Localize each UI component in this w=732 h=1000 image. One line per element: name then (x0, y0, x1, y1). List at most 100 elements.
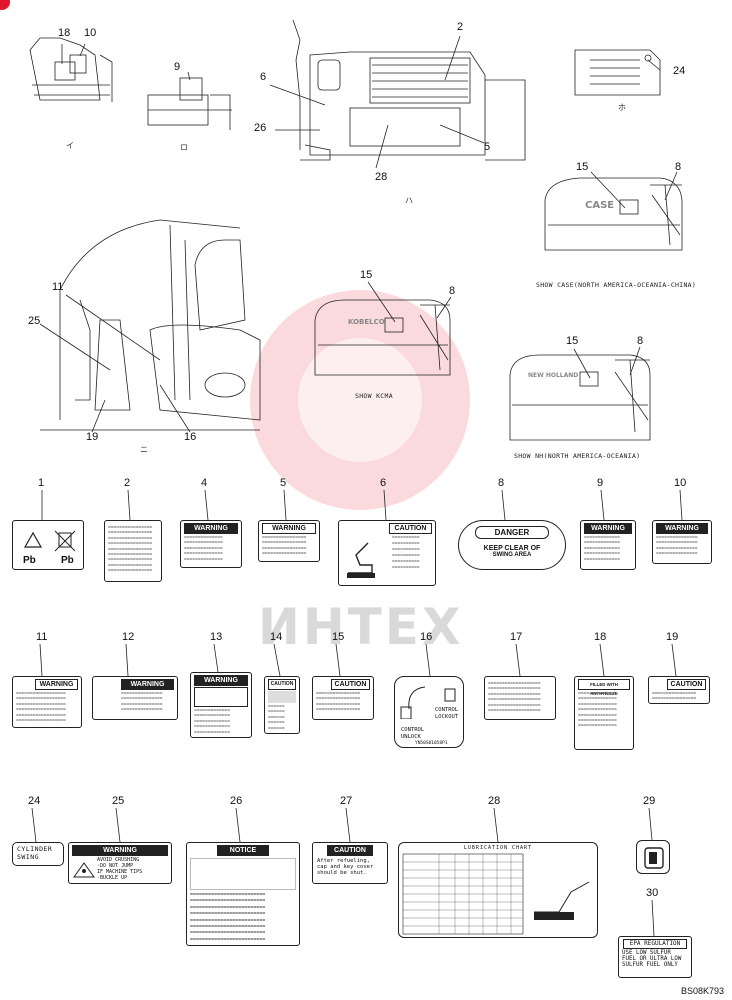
decal-10-header: WARNING (656, 523, 708, 534)
decal-25-line4: ·BUCKLE UP (97, 875, 128, 881)
hydraulic-tank-icon (190, 858, 296, 890)
callout-5: 5 (484, 141, 491, 153)
decal-30-line1: USE LOW SULFUR (622, 950, 671, 956)
callout-28: 28 (375, 171, 388, 183)
part-number-14: 14 (270, 631, 283, 643)
decal-25-header: WARNING (72, 845, 168, 856)
decal-30-line2: FUEL OR ULTRA LOW (622, 956, 682, 962)
callout-24: 24 (673, 65, 686, 77)
decal-29-fuel (636, 840, 670, 874)
callout-16: 16 (184, 431, 197, 443)
recycle-icon (23, 530, 76, 552)
decal-25-line2: ·DO NOT JUMP (97, 863, 134, 869)
kcma-counterweight-drawing (314, 281, 452, 376)
part-number-18: 18 (594, 631, 607, 643)
caption-nh: SHOW NH(NORTH AMERICA-OCEANIA) (514, 452, 641, 460)
decal-2: ================ ================ ======… (104, 520, 162, 582)
decal-9-warning: WARNING ============= ============= ====… (580, 520, 636, 570)
machine-rear-drawing (269, 19, 526, 169)
kcma-logo: KOBELCO (348, 318, 385, 326)
part-number-8: 8 (498, 477, 505, 489)
caption-kcma: SHOW KCMA (355, 392, 393, 400)
decal-28-lubrication-chart: LUBRICATION CHART (398, 842, 598, 938)
lever-lock-icon (400, 686, 456, 719)
callout-8-case: 8 (675, 161, 682, 173)
decal-8-line2: SWING AREA (492, 552, 532, 558)
callout-6: 6 (260, 71, 267, 83)
decal-24-cylinder-swing: CYLINDER SWING (12, 842, 64, 866)
nh-logo: NEW HOLLAND (528, 372, 579, 379)
decal-16-line2: LOCKOUT (435, 714, 459, 720)
decal-9-header: WARNING (584, 523, 632, 534)
corner-marker (0, 0, 10, 10)
part-number-9: 9 (597, 477, 604, 489)
part-number-28: 28 (488, 795, 501, 807)
part-number-16: 16 (420, 631, 433, 643)
decal-8-danger: DANGER KEEP CLEAR OF SWING AREA (458, 520, 566, 570)
decal-4-header: WARNING (184, 523, 238, 534)
pb-label-right: Pb (61, 555, 74, 566)
decal-30-header: EPA REGULATION (623, 939, 687, 949)
decal-15-caution: CAUTION ================ ===============… (312, 676, 374, 720)
decal-11-header: WARNING (35, 679, 78, 690)
decal-1-recycle: Pb Pb (12, 520, 84, 570)
callout-26: 26 (254, 122, 267, 134)
callout-2: 2 (457, 21, 464, 33)
decal-16-code: YN50S01058P1 (415, 741, 448, 746)
decal-5-header: WARNING (262, 523, 316, 534)
callout-15-kcma: 15 (360, 269, 373, 281)
watermark-text: ИНТЕХ (258, 598, 464, 656)
part-number-6: 6 (380, 477, 387, 489)
decal-19-header: CAUTION (667, 679, 706, 690)
decal-27-line3: should be shut. (317, 870, 367, 876)
decal-8-line1: KEEP CLEAR OF (483, 545, 541, 552)
part-number-19: 19 (666, 631, 679, 643)
part-number-25: 25 (112, 795, 125, 807)
callout-15-nh: 15 (566, 335, 579, 347)
decal-16-line1: CONTROL (435, 707, 459, 713)
callout-19: 19 (86, 431, 99, 443)
callout-25: 25 (28, 315, 41, 327)
view-i-drawing (29, 37, 113, 102)
part-number-30: 30 (646, 887, 659, 899)
decal-27-line1: After refueling, (317, 858, 370, 864)
decal-27-header: CAUTION (327, 845, 373, 856)
decal-16-line3: CONTROL (401, 727, 425, 733)
part-number-5: 5 (280, 477, 287, 489)
part-number-10: 10 (674, 477, 687, 489)
callout-9: 9 (174, 61, 181, 73)
decal-27-caution: CAUTION After refueling, cap and key cov… (312, 842, 388, 884)
part-number-13: 13 (210, 631, 223, 643)
decal-12-warning: WARNING =============== =============== … (92, 676, 178, 720)
view-mark-ro: ロ (180, 143, 188, 152)
decal-13-header: WARNING (194, 675, 248, 686)
decal-14-header: CAUTION (268, 679, 296, 690)
decal-6-header: CAUTION (389, 523, 432, 534)
decal-25-line3: IF MACHINE TIPS (97, 869, 143, 875)
part-number-17: 17 (510, 631, 523, 643)
callout-8-nh: 8 (637, 335, 644, 347)
decal-19-caution: CAUTION ================ ===============… (648, 676, 710, 704)
part-number-2: 2 (124, 477, 131, 489)
decal-6-caution: CAUTION ========== ========== ==========… (338, 520, 436, 586)
decal-16-control-lockout: CONTROL LOCKOUT CONTROL UNLOCK YN50S0105… (394, 676, 464, 748)
decal-10-warning: WARNING =============== =============== … (652, 520, 712, 564)
pictogram-icon (268, 691, 296, 703)
decal-30-line3: SULFUR FUEL ONLY (622, 962, 678, 968)
decal-14-caution: CAUTION ====== ====== ====== ====== ====… (264, 676, 300, 734)
decal-18-header: FILLED WITH ANTIFREEZE (578, 679, 630, 696)
part-number-26: 26 (230, 795, 243, 807)
crush-hazard-icon (73, 862, 95, 878)
drawing-code: BS08K793 (680, 986, 724, 996)
decal-17: =================== =================== … (484, 676, 556, 720)
callout-18: 18 (58, 27, 71, 39)
part-number-24: 24 (28, 795, 41, 807)
part-number-12: 12 (122, 631, 135, 643)
case-counterweight-drawing (544, 171, 683, 251)
view-mark-ni: ニ (140, 445, 148, 454)
callout-10: 10 (84, 27, 97, 39)
decal-25-line1: AVOID CRUSHING (97, 857, 140, 863)
pb-label-left: Pb (23, 555, 36, 566)
decal-24-line1: CYLINDER (17, 845, 53, 853)
